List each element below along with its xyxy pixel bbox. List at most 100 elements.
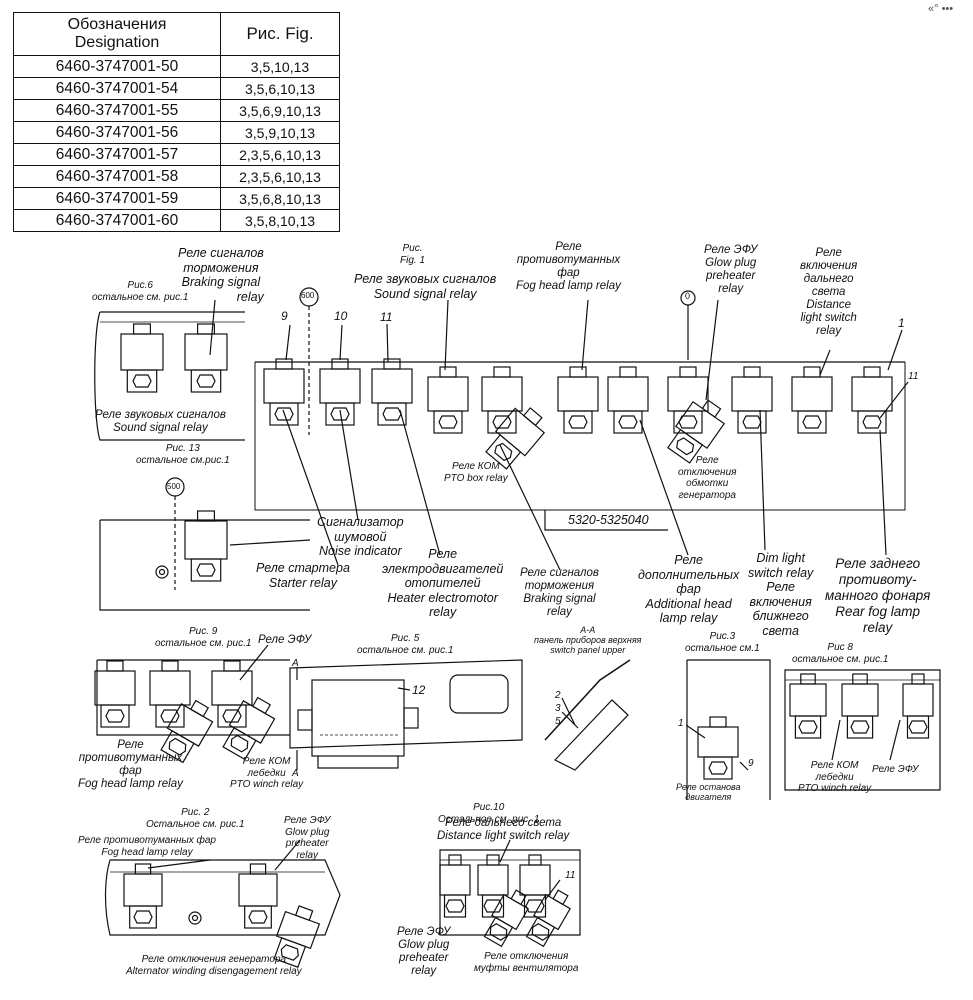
label-starter-relay: Реле стартера Starter relay — [256, 561, 350, 590]
fig2-relay-1-body — [123, 873, 163, 907]
fig8-title-2: остальное см. рис.1 — [792, 653, 889, 665]
header-designation-en: Designation — [74, 34, 160, 51]
heater-ru-2: электродвигателей — [382, 561, 504, 576]
fig3-relay-body — [697, 726, 739, 758]
relay-rear-fog-mount — [857, 410, 887, 434]
fig9-winch-label: Реле КОМ лебедки PTO winch relay — [230, 756, 303, 791]
distance-ru-4: света — [811, 286, 846, 298]
fig8-winch-en: PTO winch relay — [798, 783, 872, 794]
fig10-relay-5-mount — [525, 916, 556, 948]
fig8-relay-2 — [841, 673, 879, 739]
fig5-module-connector — [317, 756, 399, 769]
fig10-relay-3 — [519, 854, 551, 918]
ref-10: 10 — [334, 309, 348, 323]
fig3-title: Рис.3 остальное см.1 — [685, 631, 760, 654]
fig9-relay-5 — [222, 696, 276, 761]
relay-distance — [791, 366, 833, 434]
fig5-title-2: остальное см. рис.1 — [357, 644, 454, 656]
relay-glow — [667, 399, 726, 464]
designation-cell: 6460-3747001-59 — [13, 187, 221, 210]
fig8-efu-label: Реле ЭФУ — [872, 764, 919, 775]
leader-11b — [879, 381, 909, 419]
fig9-relay-3-mount — [217, 704, 247, 728]
glow-en-2: preheater — [706, 270, 756, 282]
distance-ru-2: включения — [800, 260, 858, 272]
fig8-title: Рис 8 остальное см. рис.1 — [792, 642, 888, 665]
dim-ru-3: ближнего — [752, 609, 809, 623]
fig13-relay-nut — [196, 563, 216, 577]
fig10-efu-en-2: preheater — [399, 952, 449, 964]
label-sound-signal-relay: Реле звуковых сигналов Sound signal rela… — [354, 272, 496, 301]
dim-en-1: Dim light — [756, 551, 805, 565]
fig2-relay-3 — [273, 905, 321, 968]
aa-ref-3: 3 — [555, 703, 561, 714]
fig6-title: Рис.6 остальное см. рис.1 — [92, 280, 188, 303]
fig9-relay-2-mount — [155, 704, 185, 728]
label-rear-fog-lamp-relay: Реле заднего противоту- манного фонаря R… — [825, 556, 930, 636]
rear-fog-ru-2: противоту- — [838, 572, 917, 587]
relay-fog-nut — [568, 415, 588, 429]
fig6-title-2: остальное см. рис.1 — [92, 291, 189, 303]
fig2-relay-1-mount — [129, 905, 157, 929]
fig3-relay-mount — [703, 756, 733, 780]
fig2-alt-label: Реле отключения генератора Alternator wi… — [126, 954, 302, 977]
fig9-fog-ru-3: фар — [119, 765, 142, 777]
ref-11a: 11 — [380, 310, 393, 324]
relay-11-nut — [382, 407, 402, 421]
fig8-leader-efu — [889, 719, 901, 761]
fig10-title-1: Рис.10 — [473, 802, 505, 813]
ref-0: 0 — [685, 291, 691, 301]
fig8-relay-2-connector — [852, 673, 868, 685]
header-designation-ru: Обозначения — [67, 16, 167, 33]
fig2-bolt-center — [191, 914, 199, 922]
relay-10 — [319, 358, 361, 426]
aa-ref-2: 2 — [555, 690, 561, 701]
fig3-relay-nut — [708, 761, 728, 775]
fig8-winch-ru-2: лебедки — [815, 771, 854, 783]
distance-ru-3: дальнего — [803, 273, 854, 285]
fig2-relay-3-nut — [280, 944, 299, 961]
fig9-fog-label: Реле противотуманных фар Fog head lamp r… — [78, 739, 183, 791]
relay-rear-fog-body — [851, 376, 893, 412]
noise-en: Noise indicator — [318, 544, 402, 558]
fig10-relay-4-mount — [483, 916, 514, 948]
fig10-distance-label: Реле дальнего света Distance light switc… — [437, 817, 569, 843]
relay-dim-connector — [743, 366, 761, 378]
fig2-efu-en-1: Glow plug — [284, 826, 330, 838]
pto-box-en: PTO box relay — [444, 472, 508, 484]
fig3-leader-1 — [685, 724, 706, 739]
relay-10-connector — [331, 358, 349, 370]
fig1-relays — [263, 358, 893, 470]
fig8-relay-2-mount — [846, 715, 874, 739]
fig6-title-1: Рис.6 — [127, 280, 153, 291]
fig13-title: Рис. 13 остальное см.рис.1 — [136, 443, 230, 466]
fig9-relay-4-mount — [160, 730, 195, 764]
rear-fog-en-2: relay — [863, 620, 893, 635]
fig10-relay-1-mount — [443, 894, 467, 918]
ref-9: 9 — [281, 309, 288, 323]
fig9-winch-en: PTO winch relay — [230, 779, 304, 790]
fig9-efu-leader — [239, 644, 269, 681]
ref-11b: 11 — [908, 371, 919, 382]
fig13-panel — [99, 519, 310, 611]
fig8-relay-1-mount — [794, 715, 822, 739]
designation-table: Обозначения Designation Рис. Fig. 6460-3… — [13, 12, 340, 232]
fig3-relay-connector — [709, 716, 727, 728]
fog-ru-1: Реле — [555, 241, 582, 253]
fig5-module-tab-left — [297, 709, 313, 731]
fig10-fan-ru-1: Реле отключения — [484, 951, 569, 962]
fig2-panel — [104, 859, 341, 936]
fig2-efu-ru: Реле ЭФУ — [284, 815, 331, 826]
distance-en-2: light switch — [800, 312, 857, 324]
relay-distance-nut — [802, 415, 822, 429]
relay-11-mount — [377, 402, 407, 426]
fig6-relay-1-nut — [132, 374, 152, 388]
fig9-winch-ru-1: Реле КОМ — [242, 756, 291, 767]
label-additional-head-lamp-relay: Реле дополнительных фар Additional head … — [638, 553, 739, 626]
relay-additional-mount — [613, 410, 643, 434]
fig9-efu-label: Реле ЭФУ — [258, 634, 312, 646]
fig10-relay-5-connector — [552, 889, 569, 906]
fig2-relay-3-mount — [273, 937, 307, 968]
